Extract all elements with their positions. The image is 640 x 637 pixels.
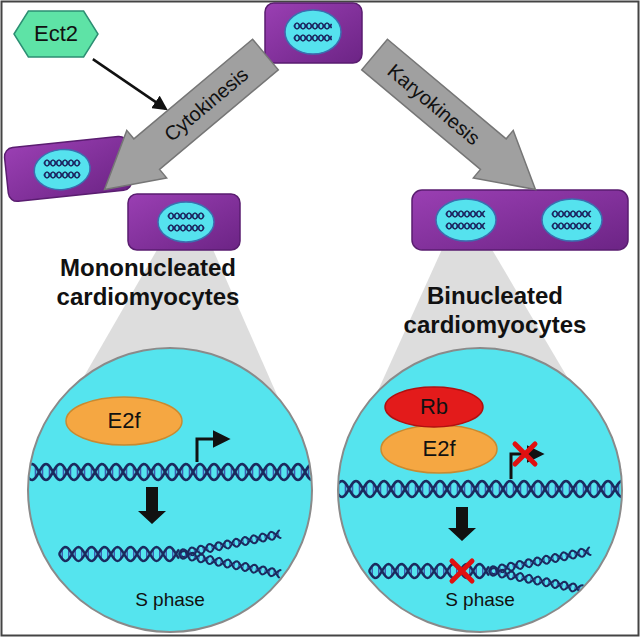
dna-strand [552,223,591,229]
dna-strand [294,23,332,29]
dna-strand [27,464,313,480]
dna-strand [446,223,485,229]
node-label: S phase [445,589,515,611]
illustration-part [436,199,496,241]
illustration-part [32,147,92,193]
dna-strand [489,549,591,572]
dna-strand [27,464,313,480]
dna-strand [44,160,80,166]
dna-strand [369,564,489,578]
cell-type-label: Mononucleated cardiomyocytes [28,254,268,312]
dna-strand [446,223,485,229]
zoom-illustration [339,349,621,631]
dna-strand [294,23,332,29]
block-cross [452,561,472,581]
dna-strand [168,213,204,219]
dna-strand [294,35,332,41]
cell-type-label: Binucleated cardiomyocytes [380,282,610,340]
dna-strand [168,213,204,219]
zoom-illustration [29,349,311,631]
node-label: E2f [107,408,140,433]
dna-strand [337,481,623,497]
factor-hexagon: Ect2 [14,10,98,58]
zoom-circle: S phase E2f [27,347,313,633]
dna-strand [552,211,591,217]
binucleated-cell [412,190,628,250]
dna-strand [179,551,280,578]
protein-ellipse: E2f [65,396,183,446]
dna-strand [369,564,489,578]
activation-arrow [93,59,166,108]
illustration-part [158,202,214,242]
dna-strand [168,225,204,231]
block-cross [515,444,535,464]
node-label: Ect2 [34,21,78,46]
illustration-part [381,425,497,473]
down-arrow [138,487,166,524]
zoom-circle: S phase RbE2f [337,347,623,633]
illustration-part [85,31,286,213]
illustration-part [128,194,240,250]
dna-strand [552,211,591,217]
dna-strand [44,172,80,178]
dna-strand [44,160,80,166]
dna-in-nuclei [44,23,591,231]
node-label: S phase [135,589,205,611]
dna-strand [337,481,623,497]
dna-strand [446,211,485,217]
parent-cell [265,3,362,63]
dna-strand [59,547,179,561]
illustration-part [412,190,628,250]
dna-strand [168,225,204,231]
dna-strand [179,532,281,555]
node-label: E2f [422,436,455,461]
illustration-part [265,3,362,63]
transcription-arrow [197,439,227,462]
dna-strand [552,223,591,229]
illustration-part [285,10,341,54]
protein-ellipse: Rb [384,386,484,428]
protein-ellipse: E2f [380,424,498,474]
dna-strand [44,172,80,178]
dna-strand [59,547,179,561]
illustration-part [385,387,483,427]
mononucleated-cell [128,194,240,250]
illustration-part [66,397,182,445]
dna-strand [446,211,485,217]
illustration-part [355,31,556,213]
node-label: Rb [420,394,448,419]
illustration-part [14,11,98,57]
dna-strand [294,35,332,41]
illustration-part [542,199,602,241]
down-arrow [448,507,476,541]
